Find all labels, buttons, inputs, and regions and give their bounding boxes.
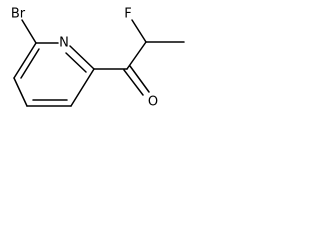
double-bond-c2-n-inner xyxy=(65,52,87,73)
bond-c4-c5 xyxy=(13,77,28,107)
bond-c2-c3 xyxy=(70,68,95,107)
bond-carbonyl-chf xyxy=(126,41,147,70)
pyridine-ring xyxy=(13,42,95,107)
atom-label-f: F xyxy=(124,7,131,22)
bond-n-c2 xyxy=(69,45,95,70)
bond-carbonyl-o-1 xyxy=(123,69,144,96)
bond-c6-br xyxy=(21,19,37,44)
atom-label-br: Br xyxy=(11,7,26,22)
bond-carbonyl-o-2 xyxy=(129,65,150,93)
chemical-structure-diagram: Br N F O xyxy=(11,7,185,110)
atom-label-n: N xyxy=(59,36,69,51)
bond-chf-f xyxy=(131,19,147,43)
atom-label-o: O xyxy=(148,95,158,110)
bond-c5-c6 xyxy=(13,42,37,79)
double-bond-c5-c6-inner xyxy=(20,48,40,79)
